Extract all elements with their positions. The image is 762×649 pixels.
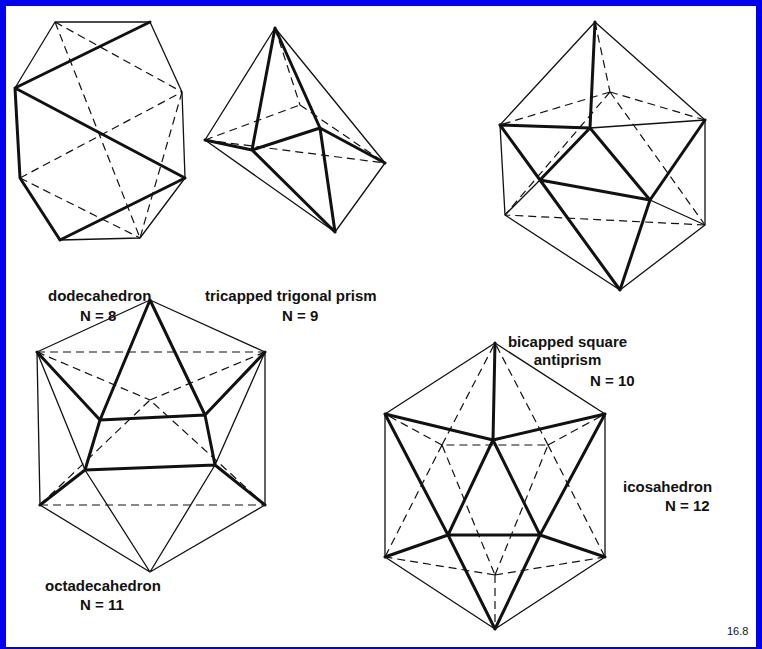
front-edge — [385, 343, 605, 629]
hidden-edge — [500, 22, 705, 225]
hidden-edge — [385, 343, 605, 629]
vertex-count: N = 8 — [80, 307, 116, 325]
outline-edge — [205, 28, 385, 232]
vertex-count: N = 11 — [80, 596, 124, 614]
outline-edge — [37, 300, 265, 572]
outline-edge — [500, 22, 705, 290]
tricapped-prism-figure — [205, 28, 385, 232]
icosahedron-figure — [385, 343, 605, 629]
front-edge — [15, 22, 185, 240]
figure-number: 16.8 — [727, 622, 748, 640]
outline-edge — [385, 343, 605, 629]
hidden-edge — [205, 28, 385, 163]
front-edge — [500, 22, 705, 290]
outline-edge — [15, 22, 185, 240]
shape-name: tricapped trigonal prism — [205, 287, 377, 305]
dodecahedron-figure — [15, 22, 185, 240]
front-edge — [205, 28, 385, 232]
vertex-count: N = 10 — [590, 372, 635, 390]
shape-name: bicapped square antiprism — [490, 333, 645, 369]
front-edge — [37, 300, 265, 505]
shape-name: dodecahedron — [48, 287, 151, 305]
octadecahedron-figure — [37, 300, 265, 572]
bicapped-antiprism-figure — [500, 22, 705, 290]
hidden-edge — [20, 22, 182, 238]
shape-name: icosahedron — [623, 478, 712, 496]
shape-name: octadecahedron — [45, 577, 161, 595]
vertex-count: N = 9 — [282, 307, 318, 325]
vertex-count: N = 12 — [665, 497, 710, 515]
